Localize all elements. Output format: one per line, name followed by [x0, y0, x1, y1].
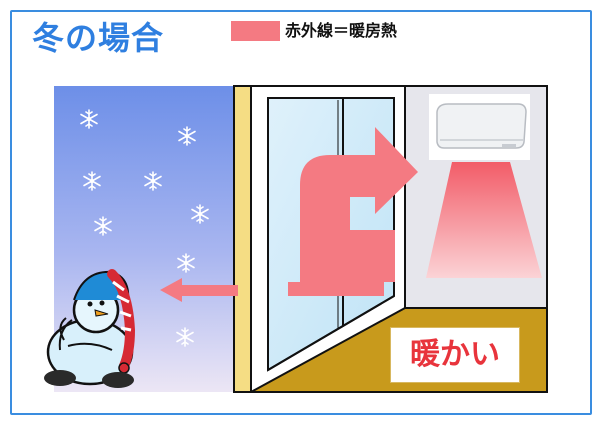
heat-beam: [426, 162, 542, 278]
diagram-frame: [10, 10, 592, 415]
heat-loss-arrow-icon: [160, 278, 238, 302]
snowman-icon: [44, 269, 136, 388]
warm-room-label: 暖かい: [390, 327, 520, 383]
legend-label: 赤外線＝暖房熱: [285, 21, 398, 40]
wall-section: [233, 85, 252, 393]
legend-swatch: [231, 21, 280, 41]
page-title: 冬の場合: [32, 19, 165, 57]
air-conditioner-icon: [429, 94, 530, 160]
heat-arrow-icon: [288, 127, 418, 296]
